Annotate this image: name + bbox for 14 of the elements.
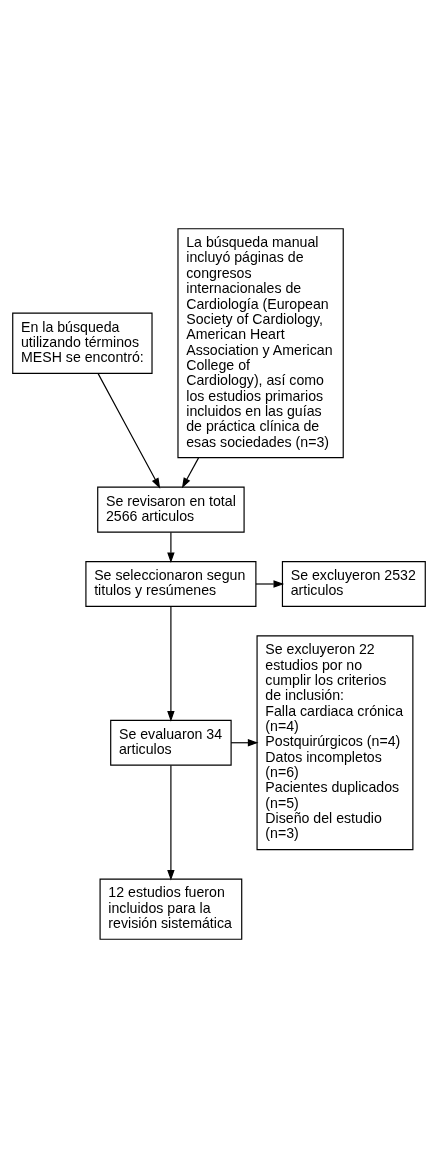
arrow <box>167 764 175 881</box>
node-box: 12 estudios fueron incluidos para la revisión sistemática <box>99 878 243 940</box>
node-box: Se revisaron en total 2566 articulos <box>97 486 245 533</box>
arrow <box>181 456 200 488</box>
arrow <box>167 605 175 722</box>
node-box: Se evaluaron 34 articulos <box>110 719 232 766</box>
node-box: En la búsqueda utilizando términos MESH se encontró: <box>12 312 153 374</box>
arrow <box>255 579 285 588</box>
arrow <box>97 372 161 489</box>
arrow <box>167 531 175 563</box>
node-box: La búsqueda manual incluyó páginas de congresos internacionales de Cardiología (European Society of Cardiology, American Heart Association y American College of Cardiology), así como los estudios primarios incluidos en las guías de práctica clínica de esas sociedades (n=3) <box>177 227 344 458</box>
node-box: Se seleccionaron segun titulos y resúmenes <box>85 560 257 607</box>
node-box: Se excluyeron 22 estudios por no cumplir los criterios de inclusión: Falla cardiaca crónica (n=4) Postquirúrgicos (n=4) Datos incompletos (n=6) Pacientes duplicados (n=5) Diseño del estudio (n=3) <box>256 634 414 850</box>
node-box: Se excluyeron 2532 articulos <box>281 560 426 607</box>
